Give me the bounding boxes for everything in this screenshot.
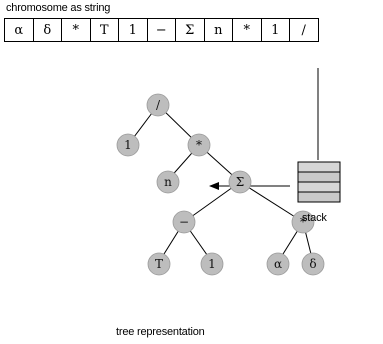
tree-node-delta: δ [301, 252, 325, 276]
stack-label: stack [302, 212, 327, 224]
gene-cell: δ [33, 18, 62, 42]
gene-cell: 1 [119, 18, 148, 42]
gene-cell: * [233, 18, 262, 42]
svg-text:1: 1 [208, 257, 216, 271]
tree-node-minus: − [172, 210, 196, 234]
svg-text:*: * [196, 138, 202, 152]
tree-edges [127, 104, 314, 263]
svg-text:*: * [300, 215, 306, 229]
tree-node-n: n [156, 170, 180, 194]
svg-text:T: T [155, 257, 163, 271]
chromosome-string: α δ * T 1 − Σ n * 1 / [4, 18, 319, 42]
gene-cell: * [62, 18, 91, 42]
gene-cell: α [5, 18, 34, 42]
tree-caption: tree representation [116, 326, 205, 338]
gene-cell: 1 [261, 18, 290, 42]
svg-text:Σ: Σ [236, 175, 244, 189]
svg-text:α: α [274, 257, 282, 271]
gene-cell: Σ [176, 18, 205, 42]
tree-node-one-top: 1 [116, 133, 140, 157]
chromosome-title: chromosome as string [6, 2, 111, 14]
gene-cell: n [204, 18, 233, 42]
svg-text:n: n [164, 175, 172, 189]
gene-cell: T [90, 18, 119, 42]
svg-text:/: / [156, 98, 161, 112]
svg-text:−: − [179, 215, 189, 229]
tree-node-T: T [147, 252, 171, 276]
tree-node-multiply-bottom: * [291, 210, 315, 234]
tree-node-root: / [146, 93, 170, 117]
tree-node-sigma: Σ [228, 170, 252, 194]
tree-node-multiply-top: * [187, 133, 211, 157]
svg-text:δ: δ [309, 257, 316, 271]
stack-icon [297, 161, 341, 203]
gene-cell: − [147, 18, 176, 42]
svg-text:1: 1 [124, 138, 132, 152]
tree-node-one-bottom: 1 [200, 252, 224, 276]
gene-cell: / [290, 18, 319, 42]
tree-node-alpha: α [266, 252, 290, 276]
